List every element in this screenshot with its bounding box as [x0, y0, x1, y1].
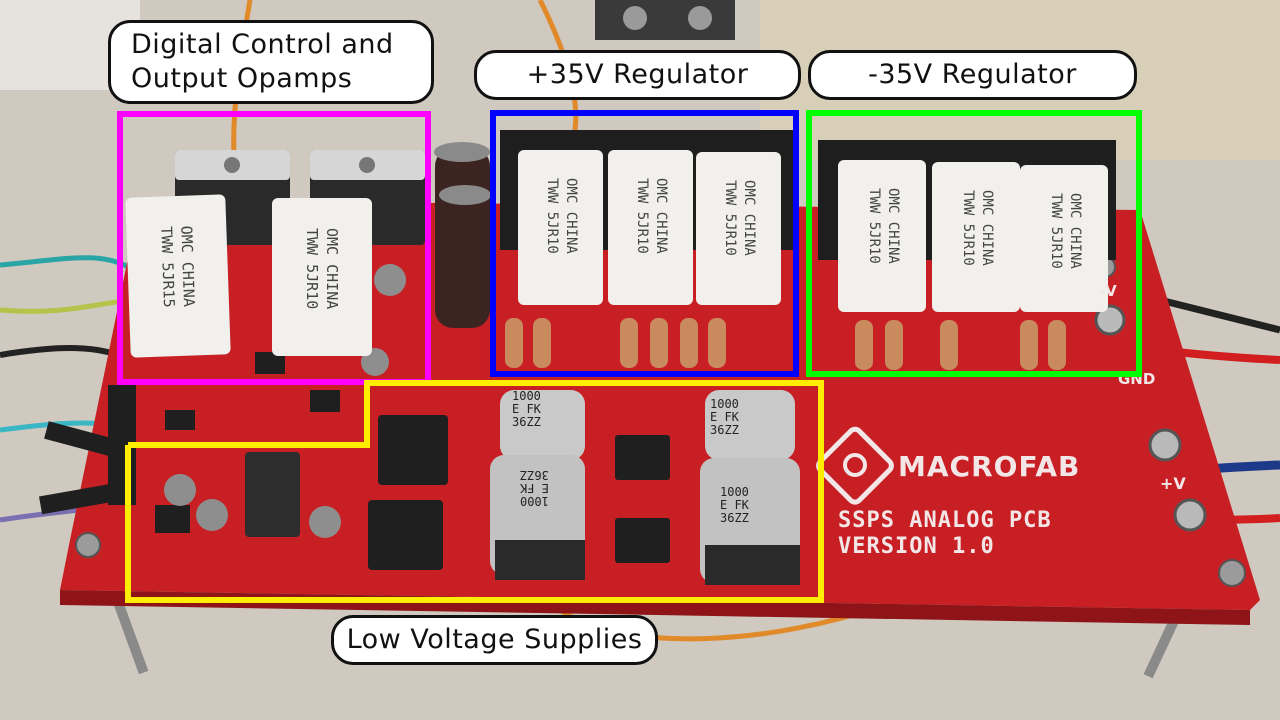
power-resistor-neg-1: OMC CHINA TWW 5JR10: [838, 160, 926, 312]
frame-digital-control: [117, 111, 431, 385]
smd-ic: [155, 505, 190, 533]
small-cap: [196, 499, 228, 531]
small-cap: [374, 264, 406, 296]
mounting-hole: [75, 532, 101, 558]
pin-label-neg: -V: [1100, 282, 1117, 300]
power-resistor-pos-3: OMC CHINA TWW 5JR10: [696, 152, 781, 305]
label-digital-control: Digital Control and Output Opamps: [108, 20, 434, 104]
resistor-row-pos: [505, 318, 726, 368]
lug-neg: [1094, 304, 1126, 336]
aluminium-caps: [490, 390, 800, 585]
bridge-rectifier: [615, 518, 670, 563]
cap-marking: 1000 E FK 36ZZ: [512, 389, 541, 429]
bridge-rectifier: [615, 435, 670, 480]
wire-black-right: [1159, 296, 1280, 334]
label-low-voltage: Low Voltage Supplies: [331, 615, 658, 665]
power-resistor-pos-2: OMC CHINA TWW 5JR10: [608, 150, 693, 305]
label-neg-regulator: -35V Regulator: [808, 50, 1137, 100]
frame-pos-regulator: [490, 110, 799, 377]
lug-pos: [1173, 498, 1207, 532]
label-pos-regulator: +35V Regulator: [474, 50, 801, 100]
standoff-leg: [111, 595, 149, 675]
board-title: SSPS ANALOG PCB: [838, 508, 1052, 533]
lug-gnd: [1148, 428, 1182, 462]
smd-ic: [165, 410, 195, 430]
cap-marking: 1000 E FK 36ZZ: [720, 485, 749, 525]
voltage-regulator-ic: [378, 415, 448, 485]
brand-logo-text: MACROFAB: [898, 450, 1081, 483]
frame-neg-regulator: [806, 110, 1142, 377]
jumper-wire-housing: [44, 421, 117, 457]
linear-regulator: [245, 452, 300, 537]
macrofab-logo-icon: [816, 426, 894, 505]
power-resistor-neg-3: OMC CHINA TWW 5JR10: [1020, 165, 1108, 312]
power-resistor-neg-2: OMC CHINA TWW 5JR10: [932, 162, 1020, 312]
smd-ic: [310, 390, 340, 412]
jumper-wire-housing: [38, 483, 116, 515]
power-resistor-opamp-2: OMC CHINA TWW 5JR10: [272, 198, 372, 356]
pin-label-pos: +V: [1160, 474, 1186, 493]
board-version: VERSION 1.0: [838, 534, 995, 559]
cap-marking: 1000 E FK 36ZZ: [710, 397, 739, 437]
small-cap: [164, 474, 196, 506]
mounting-hole: [1218, 559, 1246, 587]
small-cap: [309, 506, 341, 538]
smd-ic: [255, 352, 285, 374]
power-resistor-pos-1: OMC CHINA TWW 5JR10: [518, 150, 603, 305]
voltage-regulator-ic: [368, 500, 443, 570]
resistor-row-neg: [855, 320, 1066, 370]
